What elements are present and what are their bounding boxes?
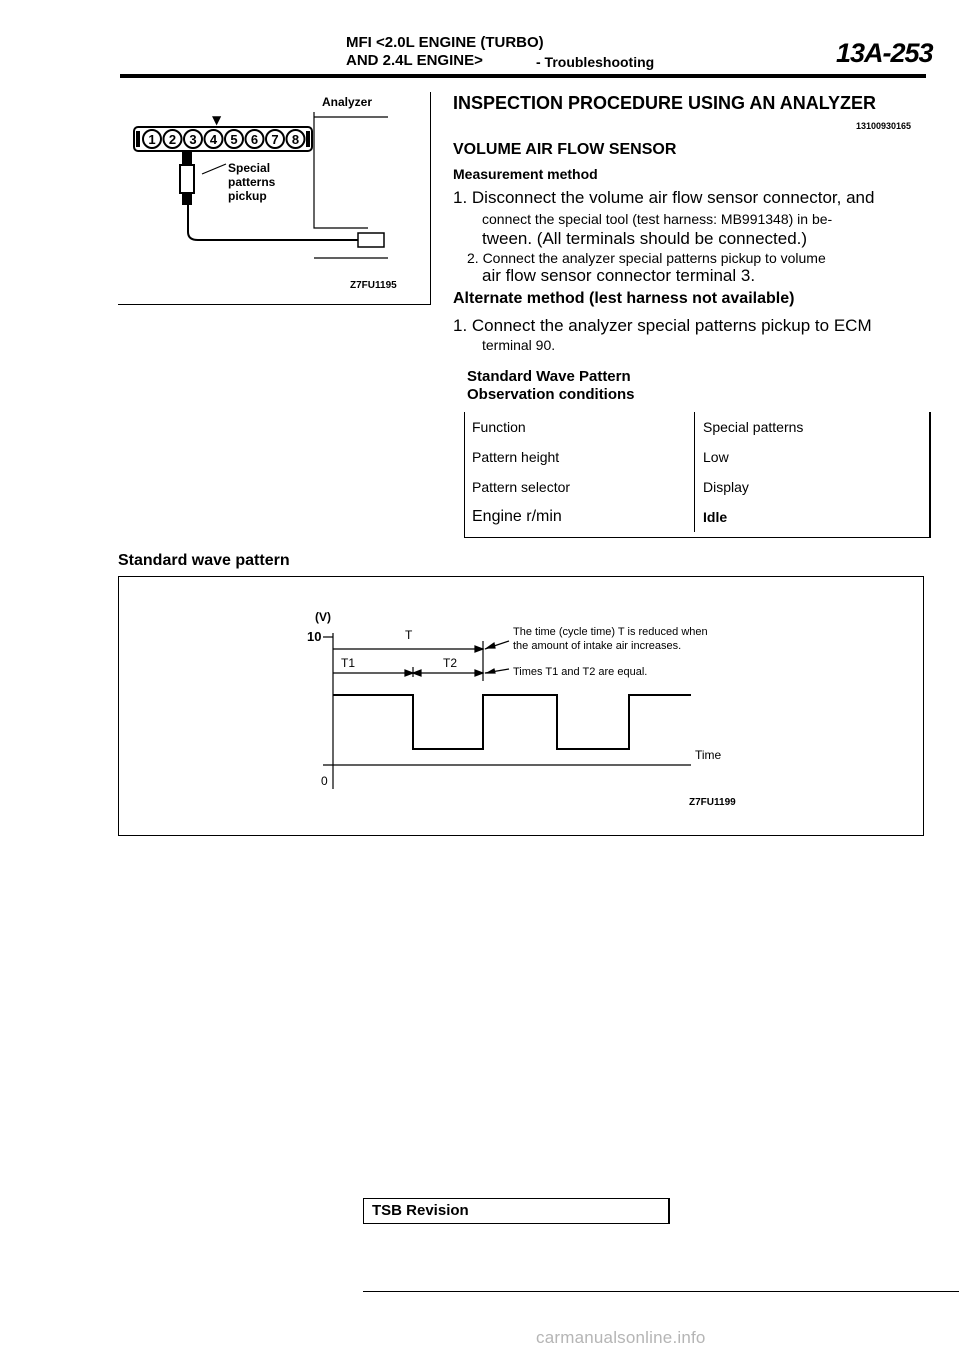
connector-pin [162, 129, 183, 149]
t1-label: T1 [341, 656, 355, 670]
table-cell-label: Engine r/min [464, 502, 695, 532]
alt-step1-line2: terminal 90. [482, 337, 556, 353]
footer-rule [363, 1291, 959, 1292]
connector-pin-number: 5 [230, 132, 237, 147]
connector-pin-number: 4 [210, 132, 218, 147]
observation-conditions-heading: Observation conditions [467, 386, 635, 403]
y-unit-label: (V) [315, 610, 331, 624]
t2-label: T2 [443, 656, 457, 670]
table-cell-value: Display [703, 479, 749, 495]
pickup-label: pickup [228, 189, 267, 203]
connector-pin [285, 129, 306, 149]
measurement-method-heading: Measurement method [453, 166, 598, 182]
observation-conditions-table: Function Special patterns Pattern height… [464, 412, 930, 532]
connector-pin-number: 6 [251, 132, 258, 147]
connector-pin [142, 129, 162, 149]
connector-pin-number: 7 [271, 132, 278, 147]
period-label: T [405, 628, 413, 642]
svg-text:▼: ▼ [212, 113, 222, 127]
header-rule [120, 74, 926, 78]
label-leader [201, 163, 227, 175]
header-title-line1: MFI <2.0L ENGINE (TURBO) [346, 34, 544, 51]
pickup-probe [179, 151, 385, 248]
step2-line2: air flow sensor connector terminal 3. [482, 266, 756, 285]
figure1-id: Z7FU1195 [350, 280, 397, 291]
table-cell-label: Pattern height [464, 442, 695, 472]
standard-wave-heading: Standard Wave Pattern [467, 368, 631, 385]
header-title-line2: AND 2.4L ENGINE> [346, 52, 483, 69]
step1-line3: tween. (All terminals should be connecte… [482, 229, 808, 248]
special-label: Special [228, 161, 270, 175]
table-row: Engine r/min Idle [464, 502, 930, 532]
table-cell-value: Special patterns [703, 419, 804, 435]
connector-pin [244, 129, 265, 149]
header-section: - Troubleshooting [536, 54, 655, 70]
step1-line2: connect the special tool (test harness: … [482, 211, 833, 227]
table-cell-label: Function [464, 412, 695, 442]
tsb-revision-label: TSB Revision [372, 1202, 469, 1219]
analyzer-lead-line [313, 112, 368, 229]
note1-line1: The time (cycle time) T is reduced when [513, 626, 708, 638]
table-row: Pattern height Low [464, 442, 930, 472]
patterns-label: patterns [228, 175, 276, 189]
section-title: INSPECTION PROCEDURE USING AN ANALYZER [453, 93, 877, 113]
table-row: Pattern selector Display [464, 472, 930, 502]
table-row: Function Special patterns [464, 412, 930, 442]
connector-pin-number: 1 [148, 132, 155, 147]
connector-pin [183, 129, 203, 149]
connector-pin-number: 2 [169, 132, 176, 147]
y-max-label: 10 [307, 629, 321, 644]
alt-step1-line1: 1. Connect the analyzer special patterns… [453, 316, 872, 335]
note1-line2: the amount of intake air increases. [513, 640, 681, 652]
connector-pin [203, 129, 224, 149]
connector-pin [224, 129, 244, 149]
square-wave-trace [333, 694, 691, 750]
note2: Times T1 and T2 are equal. [513, 666, 647, 678]
wave-figure-title: Standard wave pattern [118, 552, 290, 569]
y-zero-label: 0 [321, 774, 328, 788]
table-cell-value: Idle [703, 509, 728, 525]
analyzer-label: Analyzer [322, 95, 372, 109]
table-cell-value: Low [703, 449, 729, 465]
step1-line1: 1. Disconnect the volume air flow sensor… [453, 188, 875, 207]
table-cell-label: Pattern selector [464, 472, 695, 502]
connector-pin-number: 3 [189, 132, 196, 147]
step2-line1: 2. Connect the analyzer special patterns… [467, 250, 826, 266]
time-axis-label: Time [695, 748, 722, 762]
page-number: 13A-253 [836, 38, 934, 68]
connector-pin [265, 129, 285, 149]
table-frame-bottom [464, 537, 930, 538]
document-number: 13100930165 [856, 121, 912, 131]
figure2-id: Z7FU1199 [689, 797, 736, 808]
table-frame-right [929, 412, 931, 538]
period-markers [333, 640, 510, 681]
alternate-method-heading: Alternate method (lest harness not avail… [453, 290, 795, 307]
tsb-revision-box: TSB Revision [363, 1198, 670, 1224]
wave-pattern-diagram: (V) 10 0 T T1 T2 The time (cycle time) T… [307, 610, 736, 808]
wave-pattern-figure: (V) 10 0 T T1 T2 The time (cycle time) T… [118, 576, 924, 836]
watermark: carmanualsonline.info [536, 1328, 706, 1347]
connector-pin-number: 8 [292, 132, 299, 147]
sensor-title: VOLUME AIR FLOW SENSOR [453, 141, 677, 158]
